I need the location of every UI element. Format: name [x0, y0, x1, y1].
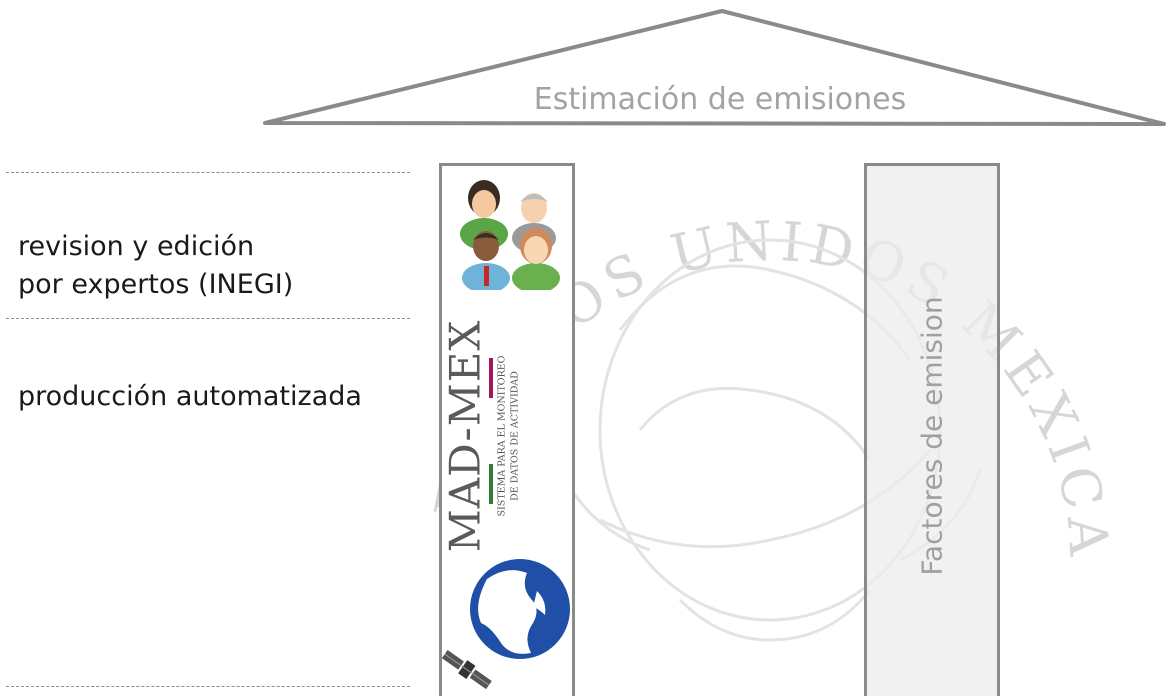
separator-top	[6, 172, 410, 173]
madmex-subtitle-line2: DE DATOS DE ACTIVIDAD	[509, 371, 521, 501]
pillar-right: Factores de emision	[864, 163, 1000, 696]
earth-satellite-icon	[442, 559, 570, 690]
separator-middle	[6, 318, 410, 319]
madmex-wordmark: MAD-MEX	[440, 319, 490, 553]
review-label: revision y edición por expertos (INEGI)	[18, 228, 293, 304]
logo-accent-bar-bottom	[489, 464, 493, 504]
emission-factors-label: Factores de emision	[915, 296, 949, 576]
logo-accent-bar-top	[489, 358, 493, 398]
madmex-logo: MAD-MEX SISTEMA PARA EL MONITOREO DE DAT…	[437, 320, 577, 553]
roof-title: Estimación de emisiones	[533, 82, 907, 117]
review-label-line1: revision y edición	[18, 231, 255, 262]
madmex-subtitle-line1: SISTEMA PARA EL MONITOREO	[496, 355, 508, 517]
pillar-left: MAD-MEX SISTEMA PARA EL MONITOREO DE DAT…	[439, 163, 575, 696]
separator-bottom	[6, 686, 410, 687]
automated-label: producción automatizada	[18, 381, 362, 412]
review-label-line2: por expertos (INEGI)	[18, 269, 294, 300]
expert-group-icon	[460, 180, 560, 290]
roof-triangle	[263, 9, 1166, 126]
